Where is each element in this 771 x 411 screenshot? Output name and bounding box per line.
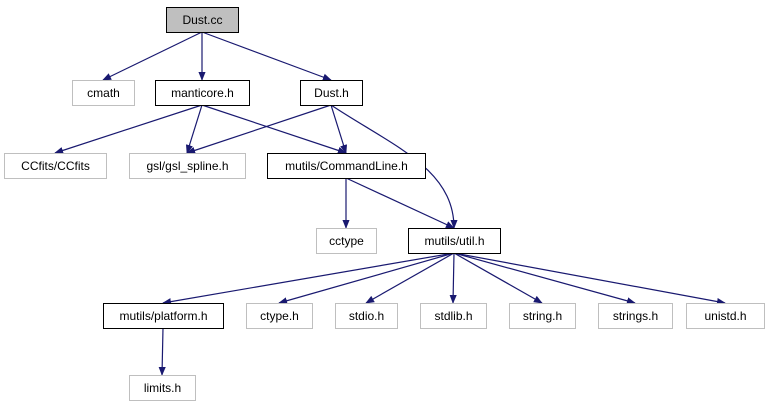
edge-dust-h-to-commandline-h xyxy=(330,104,348,154)
node-stdlib-h: stdlib.h xyxy=(420,303,487,329)
node-label-manticore-h: manticore.h xyxy=(171,86,234,100)
node-ctype-h: ctype.h xyxy=(246,303,313,329)
edge-dust-h-to-gsl-spline xyxy=(186,104,332,154)
edge-util-h-to-stdio-h xyxy=(365,252,455,304)
node-label-cmath: cmath xyxy=(87,86,120,100)
node-box-unistd-h xyxy=(686,303,765,329)
node-label-dust-h: Dust.h xyxy=(314,86,349,100)
node-box-gsl-spline xyxy=(129,153,246,179)
node-label-cctype: cctype xyxy=(329,234,364,248)
node-box-platform-h xyxy=(103,303,224,329)
node-stdio-h: stdio.h xyxy=(335,303,398,329)
node-label-limits-h: limits.h xyxy=(144,381,181,395)
node-box-stdio-h xyxy=(335,303,398,329)
edge-manticore-h-to-gsl-spline xyxy=(185,104,203,154)
node-box-dust-h xyxy=(300,80,363,106)
node-label-platform-h: mutils/platform.h xyxy=(119,309,207,323)
node-box-limits-h xyxy=(129,375,196,401)
node-gsl-spline: gsl/gsl_spline.h xyxy=(129,153,246,179)
node-cmath: cmath xyxy=(72,80,135,106)
node-ccfits: CCfits/CCfits xyxy=(4,153,107,179)
node-cctype: cctype xyxy=(316,228,377,254)
edge-util-h-to-unistd-h xyxy=(453,252,726,306)
node-dust-h[interactable]: Dust.h xyxy=(300,80,363,106)
node-unistd-h: unistd.h xyxy=(686,303,765,329)
node-util-h[interactable]: mutils/util.h xyxy=(408,228,501,254)
edge-util-h-to-platform-h xyxy=(162,252,455,306)
edge-util-h-to-ctype-h xyxy=(278,252,455,305)
node-limits-h: limits.h xyxy=(129,375,196,401)
node-label-stdlib-h: stdlib.h xyxy=(434,309,472,323)
node-label-gsl-spline: gsl/gsl_spline.h xyxy=(146,159,228,173)
edge-util-h-to-strings-h xyxy=(453,252,636,305)
node-box-ctype-h xyxy=(246,303,313,329)
node-box-string-h xyxy=(509,303,576,329)
node-label-commandline-h: mutils/CommandLine.h xyxy=(285,159,408,173)
node-dust-cc[interactable]: Dust.cc xyxy=(166,7,239,33)
node-label-ccfits: CCfits/CCfits xyxy=(21,159,90,173)
edge-manticore-h-to-commandline-h xyxy=(201,104,347,154)
edge-manticore-h-to-ccfits xyxy=(54,104,203,154)
node-box-dust-cc xyxy=(166,7,239,33)
node-label-string-h: string.h xyxy=(523,309,562,323)
node-platform-h[interactable]: mutils/platform.h xyxy=(103,303,224,329)
node-box-commandline-h xyxy=(267,153,426,179)
edge-util-h-to-string-h xyxy=(453,252,543,304)
node-label-strings-h: strings.h xyxy=(613,309,658,323)
node-label-stdio-h: stdio.h xyxy=(349,309,384,323)
nodes-layer: Dust.cc cmath manticore.h Dust.hCCfits/CCfi… xyxy=(4,7,765,401)
node-box-cmath xyxy=(72,80,135,106)
node-box-ccfits xyxy=(4,153,107,179)
node-label-dust-cc: Dust.cc xyxy=(182,13,222,27)
node-strings-h: strings.h xyxy=(598,303,673,329)
edge-dust-cc-to-cmath xyxy=(102,31,203,81)
node-label-ctype-h: ctype.h xyxy=(260,309,299,323)
node-label-util-h: mutils/util.h xyxy=(424,234,484,248)
node-commandline-h[interactable]: mutils/CommandLine.h xyxy=(267,153,426,179)
node-box-util-h xyxy=(408,228,501,254)
edge-util-h-to-stdlib-h xyxy=(449,252,457,304)
edge-platform-h-to-limits-h xyxy=(158,327,166,376)
node-manticore-h[interactable]: manticore.h xyxy=(155,80,250,106)
edge-commandline-h-to-util-h xyxy=(345,177,455,229)
node-box-manticore-h xyxy=(155,80,250,106)
edge-dust-cc-to-dust-h xyxy=(201,31,332,81)
node-box-cctype xyxy=(316,228,377,254)
node-box-stdlib-h xyxy=(420,303,487,329)
edges-layer xyxy=(54,31,726,376)
node-label-unistd-h: unistd.h xyxy=(704,309,746,323)
node-box-strings-h xyxy=(598,303,673,329)
node-string-h: string.h xyxy=(509,303,576,329)
